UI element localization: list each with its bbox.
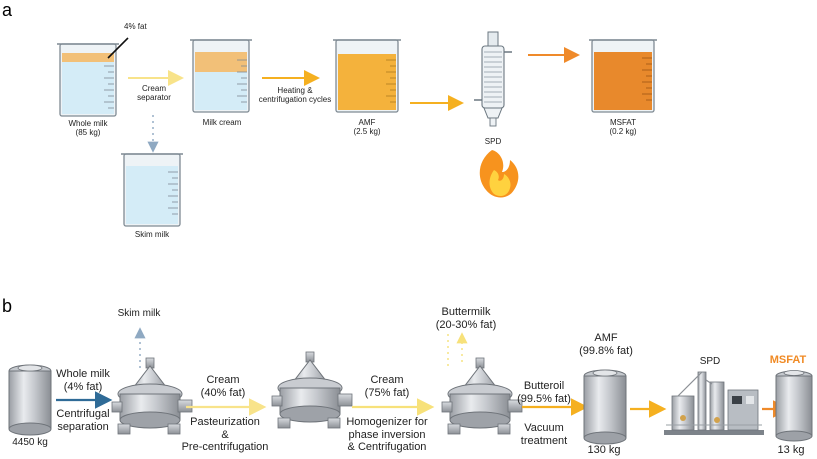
buttermilk-label: Buttermilk (20-30% fat) — [435, 306, 497, 331]
msfat-amount: 13 kg — [777, 444, 805, 456]
amf-label: AMF (2.5 kg) — [353, 118, 381, 137]
cream-75-label: Cream (75% fat) — [364, 374, 410, 399]
spd-label: SPD — [484, 137, 502, 146]
panel-a-letter: a — [2, 0, 13, 20]
silo-msfat — [775, 370, 813, 442]
beaker-amf — [333, 39, 401, 113]
homogenizer-label: Homogenizer for phase inversion & Centri… — [346, 416, 428, 454]
separator-1 — [111, 357, 193, 435]
vacuum-label: Vacuum treatment — [520, 422, 568, 447]
separator-3 — [441, 357, 523, 435]
beaker-skim-milk — [121, 153, 183, 227]
heating-label: Heating & centrifugation cycles — [258, 86, 332, 105]
whole-milk-b-label: Whole milk (4% fat) — [56, 368, 110, 393]
skim-milk-label: Skim milk — [134, 230, 170, 239]
skim-milk-b-label: Skim milk — [117, 308, 161, 319]
beaker-msfat — [589, 39, 657, 113]
fat-label: 4% fat — [124, 22, 147, 31]
msfat-label: MSFAT (0.2 kg) — [609, 118, 637, 137]
whole-milk-label: Whole milk (85 kg) — [68, 119, 108, 138]
amf-amount: 130 kg — [587, 444, 621, 456]
cream-separator-label: Cream separator — [137, 84, 171, 103]
amf-b-label: AMF (99.8% fat) — [579, 332, 633, 357]
beaker-milk-cream — [190, 39, 252, 113]
separator-2 — [271, 351, 353, 429]
milk-cream-label: Milk cream — [202, 118, 242, 127]
centrifugal-label: Centrifugal separation — [56, 408, 110, 433]
pasteurization-label: Pasteurization & Pre-centrifugation — [181, 416, 269, 454]
start-amount: 4450 kg — [12, 437, 48, 448]
silo-amf — [583, 369, 627, 445]
spd-apparatus — [474, 31, 512, 127]
msfat-b-label: MSFAT — [769, 354, 807, 366]
cream-40-label: Cream (40% fat) — [200, 374, 246, 399]
flame-icon — [479, 150, 519, 198]
silo-whole-milk — [8, 364, 52, 436]
beaker-whole-milk — [57, 37, 129, 117]
spd-plant — [664, 371, 764, 435]
butteroil-label: Butteroil (99.5% fat) — [517, 380, 571, 405]
spd-b-label: SPD — [699, 356, 721, 367]
panel-b-letter: b — [2, 296, 13, 316]
